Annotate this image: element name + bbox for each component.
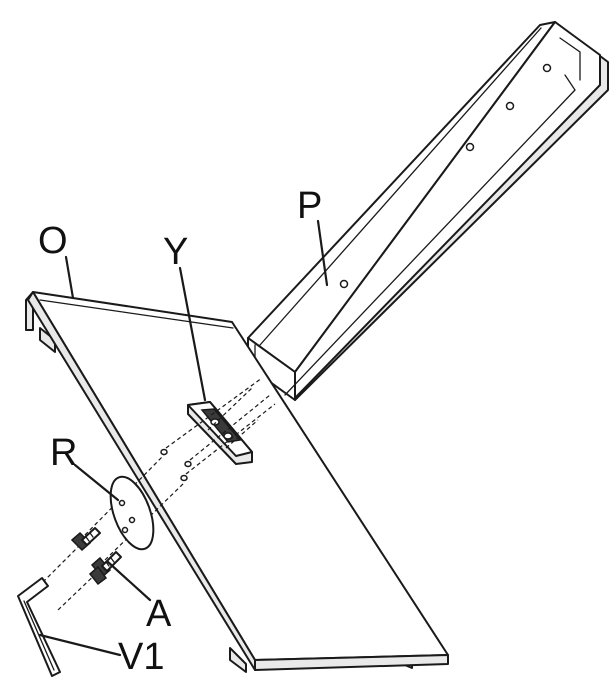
label-a: A	[146, 593, 172, 635]
bracket-y	[187, 401, 253, 465]
leader-y	[178, 266, 207, 402]
label-p: P	[297, 185, 322, 227]
base-hole	[180, 474, 188, 482]
base-hole	[160, 448, 168, 456]
leader-r	[73, 463, 120, 502]
leader-o	[64, 255, 75, 300]
plate-r	[109, 475, 155, 551]
base-plate-o	[25, 291, 449, 673]
label-r: R	[50, 432, 77, 474]
base-hole	[184, 460, 192, 468]
label-y: Y	[163, 231, 188, 273]
leader-v1	[38, 633, 122, 657]
label-v1: V1	[118, 636, 164, 678]
screws-a	[70, 527, 122, 586]
column-p	[247, 21, 609, 401]
leader-a	[106, 560, 152, 602]
label-o: O	[38, 220, 68, 262]
leader-p	[316, 219, 329, 287]
alignment-lines	[27, 377, 276, 611]
hex-key-v1	[17, 577, 61, 677]
